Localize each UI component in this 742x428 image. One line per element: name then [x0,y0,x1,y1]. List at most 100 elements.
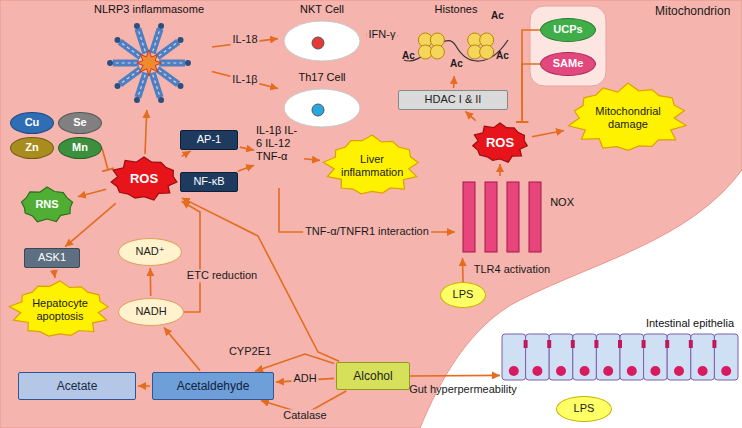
lps-ellipse: LPS [440,282,486,308]
epithelial-cell [526,334,550,380]
node-label: Cu [25,116,40,129]
connector [240,147,254,150]
connector [522,30,540,122]
cell-nucleus [556,366,566,376]
ucp-ellipse: UCPs [540,18,596,42]
burst-outline [569,83,687,150]
node-label: Zn [25,141,38,154]
cell-body [284,21,360,61]
inflammasome-tip [178,37,184,43]
cell-icon: Th17 Cell [280,70,364,130]
node-label: Hepatocyte apoptosis [28,297,92,323]
connector [238,165,254,171]
connector [164,328,200,371]
inflammasome-icon: NLRP3 inflammasome [88,2,210,108]
connector [410,375,500,377]
inflammasome-spoke [138,30,145,51]
node-label: AP-1 [197,133,221,146]
node-label: NKT Cell [300,3,344,16]
connector [102,148,108,170]
inflammasome-spoke [152,29,160,54]
inflammasome-tip [114,37,120,43]
inflammasome-spoke [138,73,146,98]
connector [465,111,475,120]
node-label: Liver inflammation [341,153,403,179]
connector [145,110,147,154]
epithelial-cell [714,334,738,380]
metal-ellipse: Cu [10,112,54,134]
burst-outline [323,135,418,194]
node-label: HDAC I & II [425,93,482,106]
connector [65,203,116,246]
annotation-label: Mitochondrion [655,4,730,18]
tight-junction [712,340,716,348]
node-label: Alcohol [353,369,392,383]
nox-receptor [529,182,541,252]
inflammasome-spoke [121,70,139,83]
epithelial-cell [644,334,668,380]
same-ellipse: SAMe [540,52,596,76]
inflammasome-core [137,50,161,76]
node-label: NLRP3 inflammasome [94,3,204,16]
inhibition-bar [516,121,528,123]
edge-label: Gut hyperpermeability [407,383,519,396]
inflammasome-tip [107,60,113,66]
inflammasome-tip [114,83,120,89]
ros-burst: ROS [470,122,530,164]
node-label: UCPs [553,23,582,36]
edge-label: ETC reduction [185,269,259,282]
tight-junction [665,340,669,348]
epithelial-cell [502,334,526,380]
receptor-group: NOX [455,176,580,258]
connector [522,64,540,122]
burst-outline [473,123,528,162]
metal-ellipse: Mn [58,137,102,159]
cell-nucleus [650,366,660,376]
inflammasome-spoke [114,62,137,63]
node-label: Acetate [57,379,98,393]
metal-ellipse: Zn [10,137,54,159]
epithelial-cell [596,334,620,380]
inflammasome-spoke [157,69,178,84]
alcohol-box: Alcohol [336,362,410,390]
tight-junction [618,340,622,348]
cell-nucleus [698,366,708,376]
inflammasome-spoke [157,42,178,57]
histone-ball [430,45,444,59]
cell-body [284,89,360,127]
inflammasome-spoke [138,75,145,96]
epithelial-cell [573,334,597,380]
epithelial-cell [691,334,715,380]
inflammasome-spoke [113,60,139,67]
cell-nucleus [674,366,684,376]
inflammasome-tip [178,83,184,89]
inflammasome-tip [158,97,164,103]
connector [182,151,191,156]
node-label: ROS [481,135,518,151]
enzyme-box: HDAC I & II [398,90,508,110]
cytokine-list: IL-1β IL-6 IL-12 TNF-α [256,124,302,188]
connector [78,189,106,197]
epithelial-cell [620,334,644,380]
connector [54,270,55,278]
factor-box: AP-1 [180,130,238,150]
factor-box: NF-κB [180,172,238,192]
annotation-label: Ac [450,58,463,70]
inflammasome-tip [185,60,191,66]
connector [182,201,200,312]
cell-icon: NKT Cell [280,2,364,64]
edge-label: CYP2E1 [227,345,273,358]
node-illustration [88,2,210,108]
cell-nucleus [603,366,613,376]
effect-burst: Hepatocyte apoptosis [8,280,112,340]
annotation-label: Ac [402,50,415,62]
node-label: NF-κB [193,175,224,188]
inflammasome-spoke [159,60,185,67]
edge-label: IL-1β [230,73,259,86]
node-label: SAMe [553,57,584,70]
histone-ball [480,45,494,59]
cofactor-ellipse: NAD⁺ [118,238,182,266]
inflammasome-spoke [138,29,146,54]
connector [150,268,152,296]
edge-label: IFN-γ [367,28,398,41]
